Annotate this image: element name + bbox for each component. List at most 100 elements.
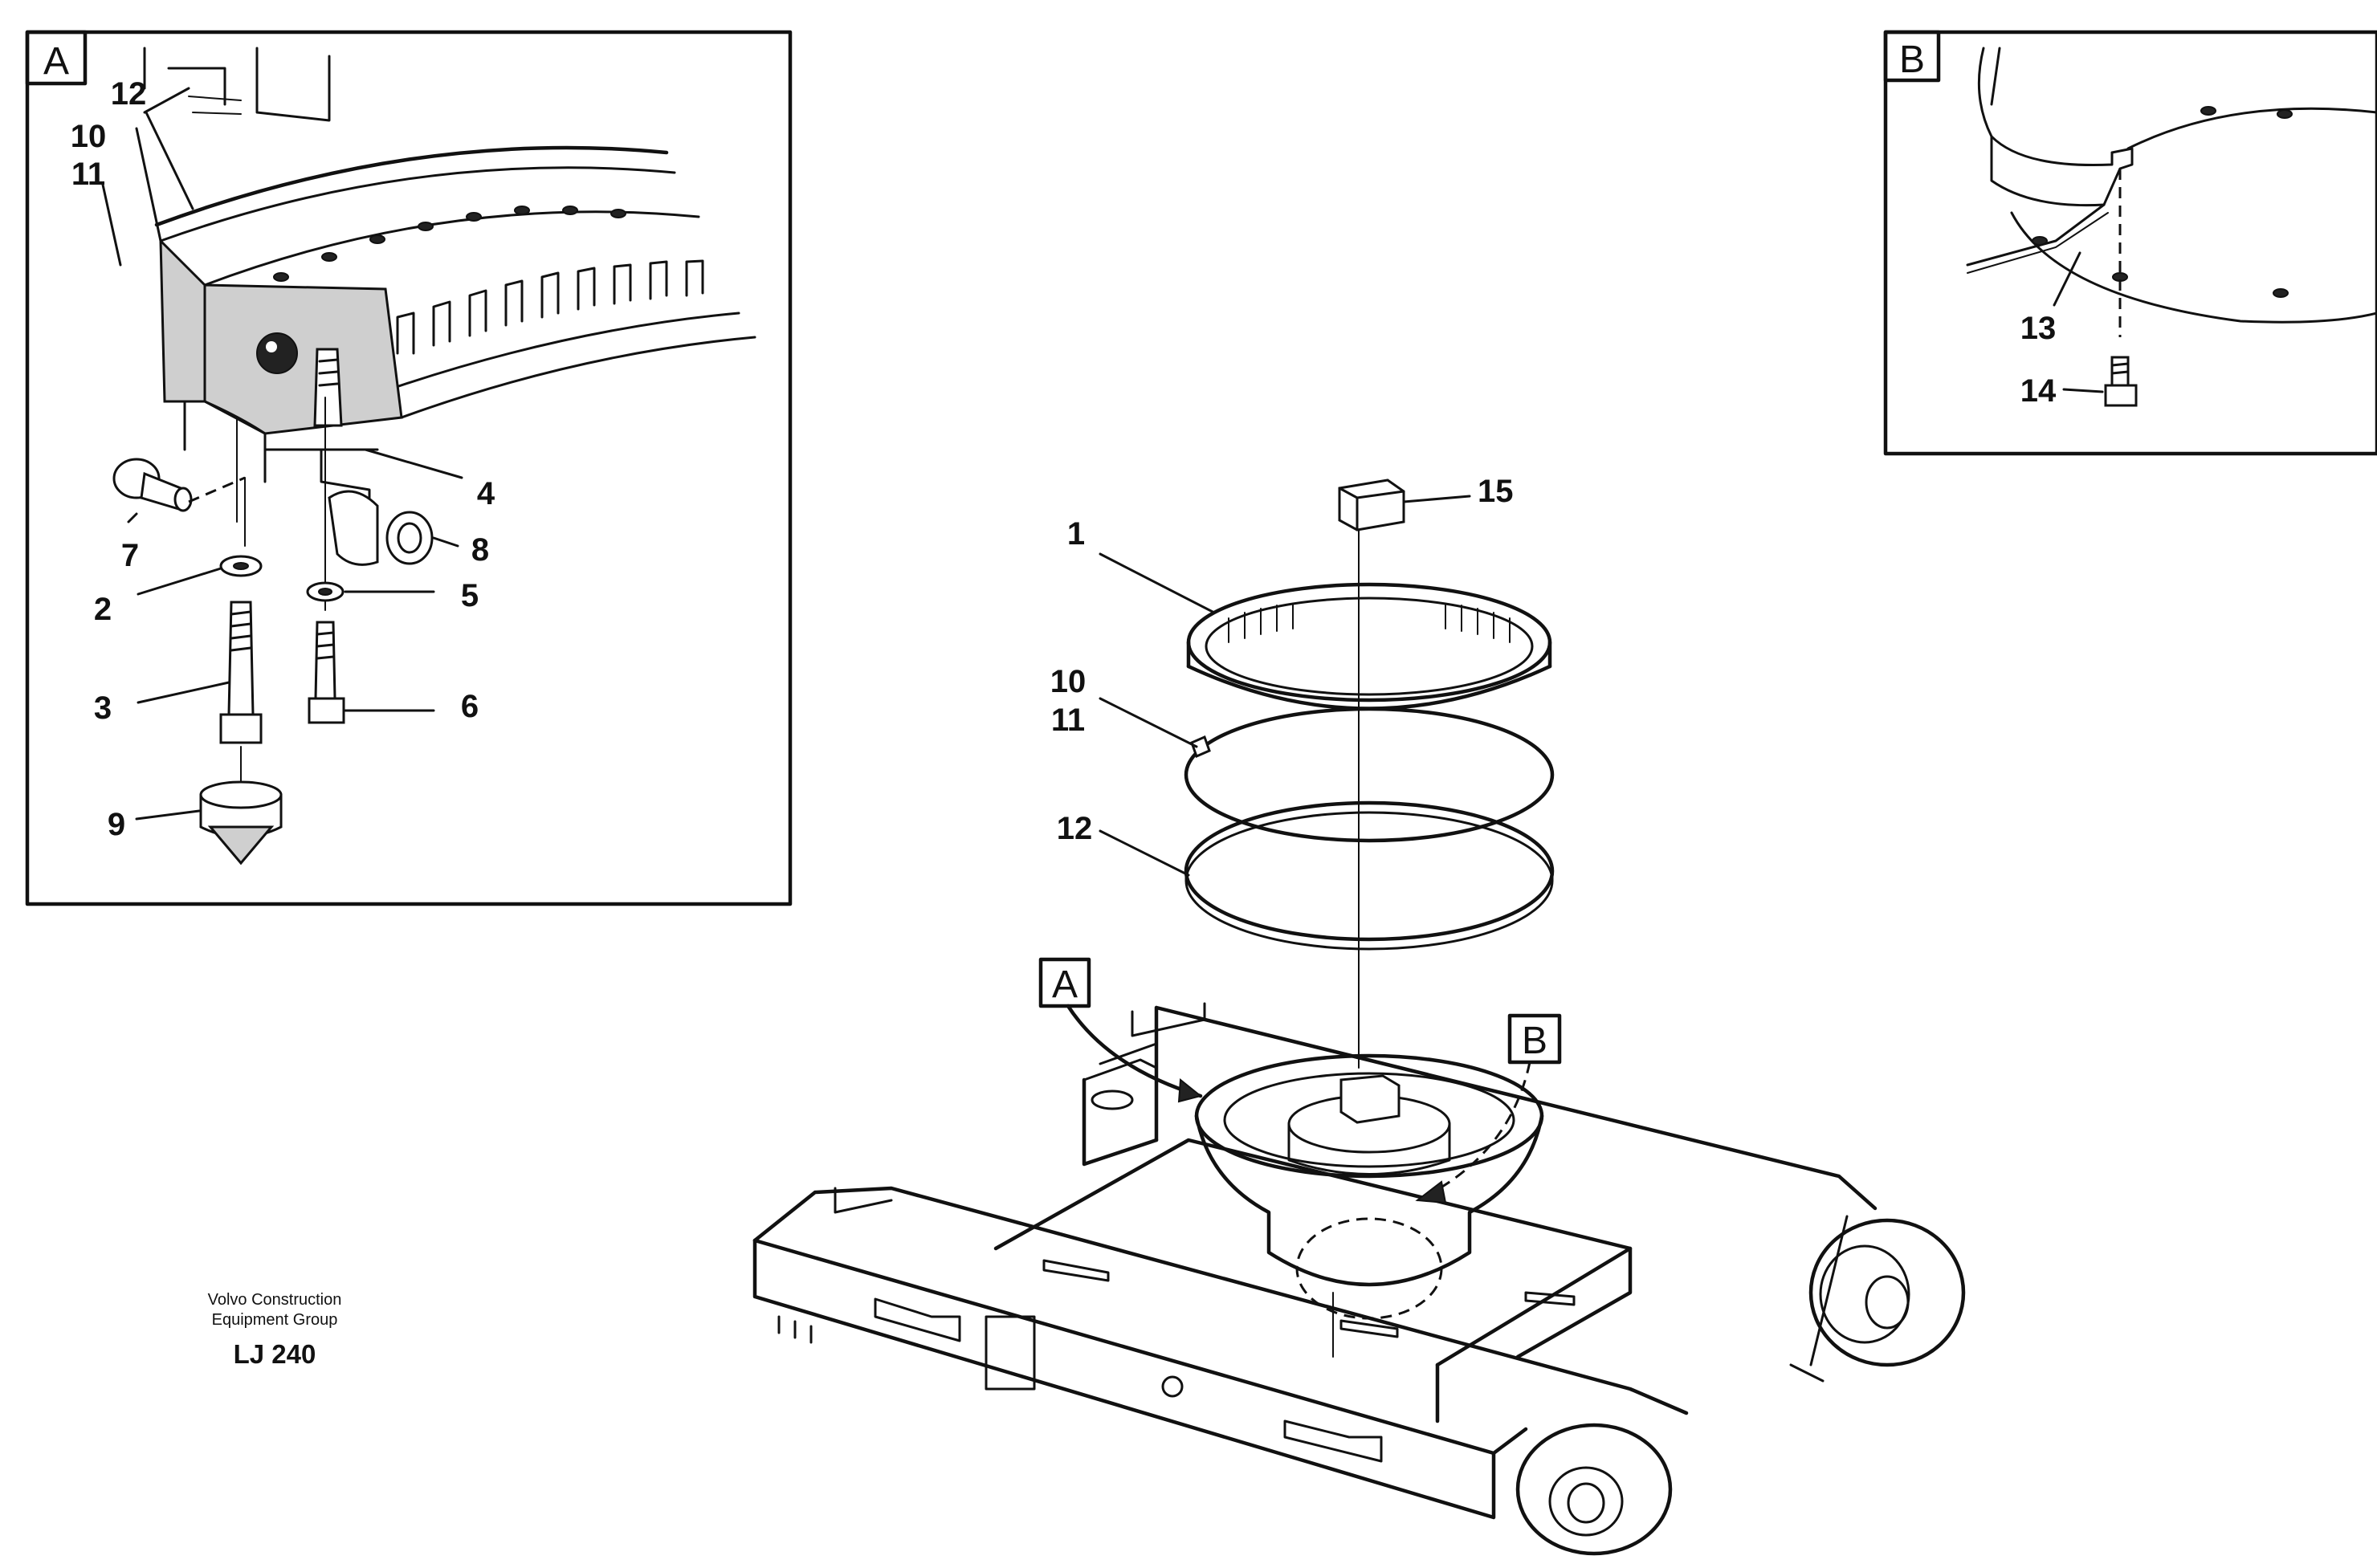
- detail-a-label: 3: [94, 690, 112, 726]
- detail-b-label: 14: [2020, 373, 2057, 409]
- detail-b-tag: B: [1899, 39, 1925, 81]
- part-7-plug: [112, 458, 193, 512]
- ring-segment-b: [1977, 47, 2114, 167]
- part-7-path: [188, 476, 246, 503]
- center-joint-block: [1339, 1074, 1401, 1124]
- detail-a-frame: [25, 30, 793, 906]
- rear-beam-slot: [1099, 1042, 1158, 1065]
- footer-caption: Volvo Construction Equipment Group LJ 24…: [208, 1291, 342, 1369]
- gear-teeth: [396, 259, 704, 355]
- rear-idler-wheel: [1808, 1218, 1966, 1367]
- part-1-slewing-bearing: [1186, 582, 1552, 711]
- ring-lower-band-2: [400, 336, 756, 419]
- front-beam-face: [752, 1238, 1496, 1520]
- part-12-seal-ring: [1184, 800, 1555, 951]
- ball-bearing: [256, 332, 298, 374]
- ball-highlight: [266, 341, 277, 352]
- part-15-block: [1338, 479, 1405, 531]
- cross-beam-plate-3: [1524, 1291, 1576, 1306]
- part-8-bore: [397, 522, 422, 554]
- detail-a-label: 12: [111, 76, 147, 112]
- detail-a-label: 10: [71, 119, 107, 154]
- plate-top-edge: [2126, 107, 2377, 150]
- top-bracket-outline: [143, 47, 331, 122]
- front-beam-edge: [752, 1238, 1528, 1456]
- section-body: [203, 283, 403, 435]
- rear-idler-hub: [1865, 1275, 1910, 1330]
- callout-a-leader: [1066, 1004, 1203, 1098]
- front-beam-handle-2: [1283, 1419, 1383, 1463]
- detail-a-panel: A: [25, 30, 793, 906]
- leader-12: [1099, 829, 1190, 877]
- rear-idler-fork: [1789, 1215, 1849, 1383]
- part-10-11-shim-ring: [1184, 707, 1555, 843]
- company-line-1: Volvo Construction: [208, 1291, 342, 1309]
- ring-inner-band: [203, 210, 700, 287]
- detail-a-label: 8: [471, 532, 489, 568]
- callout-a: A: [1038, 957, 1203, 1103]
- undercarriage-frame: [752, 1002, 1966, 1556]
- ring-segment-b-inner: [1990, 47, 2001, 106]
- washer-hole: [233, 562, 249, 570]
- leader-1: [1099, 552, 1214, 613]
- leader-10-11: [1099, 697, 1198, 748]
- detail-a-leaders: [101, 111, 463, 821]
- detail-a-label: 9: [108, 807, 125, 842]
- front-beam-bolts: [777, 1315, 813, 1344]
- part-9-cap: [199, 780, 283, 865]
- detail-a-label: 7: [121, 538, 139, 573]
- company-line-2: Equipment Group: [212, 1311, 338, 1329]
- front-idler-wheel: [1515, 1423, 1673, 1556]
- front-beam-handle: [874, 1297, 961, 1342]
- rear-beam-top: [1154, 1005, 1878, 1211]
- front-beam-plate: [985, 1315, 1036, 1391]
- grease-nipple-body: [313, 348, 343, 427]
- pedestal-top-ring: [1194, 1053, 1544, 1179]
- detail-b-label: 13: [2020, 311, 2057, 346]
- plate-bottom-edge: [2010, 211, 2377, 324]
- detail-b-panel: B 13 14: [1883, 30, 2377, 456]
- part-14-bolt: [2104, 356, 2138, 407]
- detail-a-label: 4: [477, 476, 495, 511]
- cross-beam-plate: [1042, 1259, 1110, 1282]
- leader-14: [2062, 388, 2104, 393]
- rear-idler-inner: [1819, 1244, 1910, 1344]
- part-8-fitting: [385, 511, 434, 565]
- rear-beam-hole: [1091, 1089, 1134, 1110]
- main-label: 10: [1050, 664, 1087, 699]
- section-outer-wall: [159, 238, 206, 403]
- main-label: 1: [1067, 516, 1085, 552]
- detail-a-label: 11: [71, 157, 105, 192]
- callout-b-leader: [1417, 1061, 1531, 1202]
- leader-15: [1402, 495, 1471, 503]
- callout-b: B: [1415, 1013, 1562, 1204]
- cross-beam-top: [993, 1138, 1633, 1367]
- callout-a-box: [1038, 957, 1091, 1008]
- ring-outer-band-1: [159, 166, 676, 242]
- nipple-thread: [318, 358, 339, 387]
- front-beam-grease-point: [1161, 1375, 1184, 1398]
- detail-a-tag: A: [43, 40, 69, 83]
- main-label: 12: [1057, 811, 1093, 846]
- ring-outer-top: [154, 145, 669, 227]
- detail-b-frame: [1883, 30, 2377, 456]
- part-3-bolt: [219, 601, 263, 744]
- bracket-detail: [188, 96, 242, 115]
- detail-b-tag-box: [1883, 30, 1941, 83]
- leader-13: [2053, 251, 2081, 307]
- elbow-fitting: [328, 490, 379, 566]
- rear-beam-end: [1082, 1077, 1159, 1167]
- callout-b-box: [1507, 1013, 1562, 1065]
- callout-a-arrow: [1177, 1078, 1203, 1103]
- pedestal-inner-ring: [1223, 1072, 1515, 1168]
- callout-b-arrow: [1415, 1180, 1447, 1204]
- shim-strip-lower: [1967, 212, 2109, 274]
- front-idler-hub: [1567, 1482, 1605, 1524]
- detail-a-label: 2: [94, 592, 112, 627]
- callout-b-tag: B: [1522, 1020, 1547, 1062]
- ring-bolt-holes: [273, 206, 626, 282]
- main-exploded-view: A B 15 1 10 11 12: [752, 474, 1966, 1556]
- detail-a-label: 5: [461, 578, 479, 613]
